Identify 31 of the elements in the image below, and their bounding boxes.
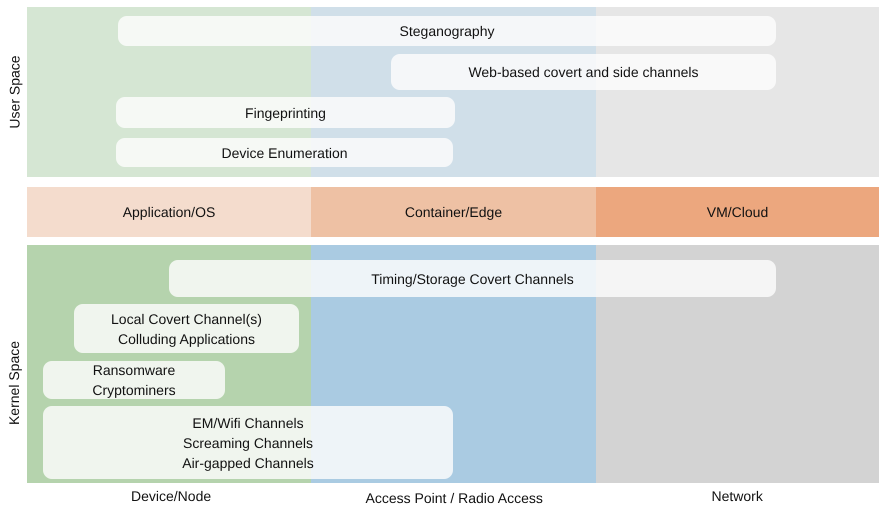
layer-band	[27, 187, 311, 237]
category-box	[116, 97, 455, 128]
box-text: Cryptominers	[92, 381, 176, 400]
box-text: Steganography	[400, 22, 494, 41]
box-text: Web-based covert and side channels	[468, 63, 699, 82]
box-text: Fingeprinting	[245, 104, 326, 122]
category-box	[391, 54, 776, 90]
category-box	[118, 16, 776, 46]
column-label: Access Point / Radio Access	[366, 490, 543, 506]
row-label: Kernel Space	[6, 340, 22, 426]
box-text: Local Covert Channel(s)	[111, 310, 262, 328]
layer-band	[596, 187, 879, 237]
box-text: Air-gapped Channels	[182, 454, 314, 472]
column-label: Device/Node	[131, 488, 212, 504]
box-text: Screaming Channels	[183, 434, 313, 452]
category-box	[169, 260, 776, 297]
column-label: Network	[712, 488, 763, 504]
box-text: Colluding Applications	[118, 330, 255, 348]
box-text: Application/OS	[122, 203, 216, 222]
category-box	[43, 406, 453, 479]
box-text: Device Enumeration	[221, 144, 348, 162]
box-text: EM/Wifi Channels	[192, 414, 304, 432]
box-text: Timing/Storage Covert Channels	[371, 270, 574, 288]
layer-band	[311, 187, 596, 237]
box-text: Container/Edge	[404, 203, 502, 222]
box-text: VM/Cloud	[706, 203, 768, 222]
category-box	[74, 304, 299, 353]
category-box	[43, 361, 225, 399]
box-text: Ransomware	[92, 361, 176, 380]
category-box	[116, 138, 453, 167]
row-label: User Space	[6, 55, 22, 129]
